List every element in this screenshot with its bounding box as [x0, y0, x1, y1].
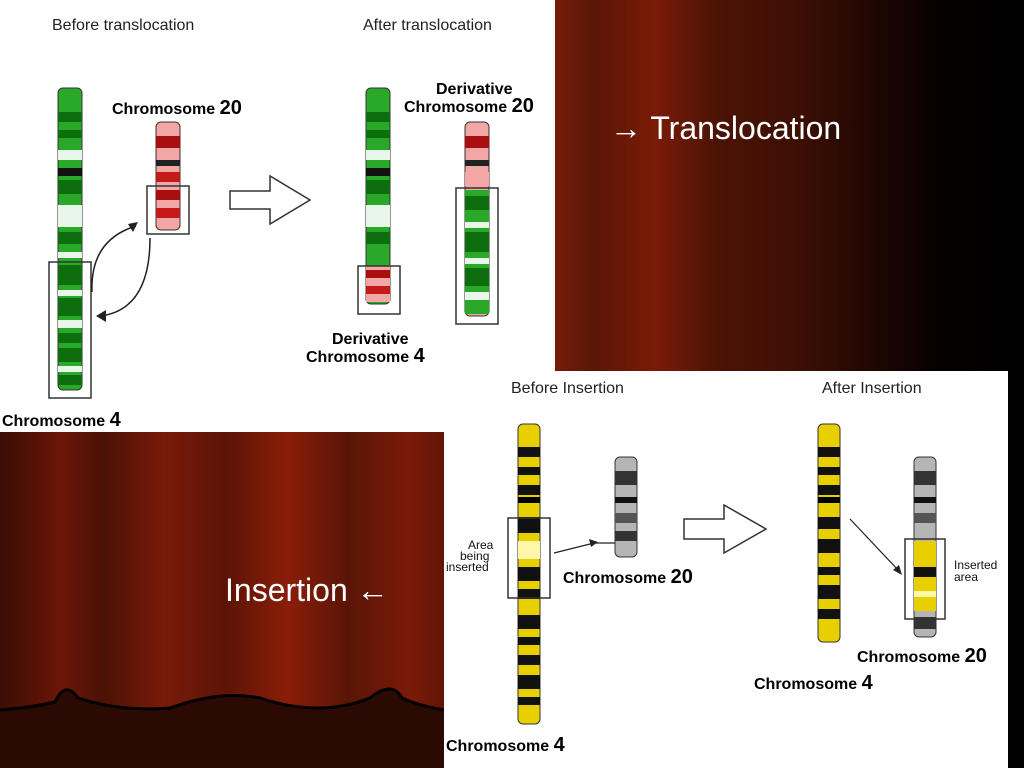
- derivative-4-line2: Chromosome 4: [306, 345, 426, 367]
- chromosome-20-label: Chromosome 20: [112, 97, 242, 119]
- big-arrow-icon-insertion: [683, 503, 768, 555]
- derivative-20-line2: Chromosome 20: [404, 95, 534, 117]
- derivative-4-line1: Derivative: [332, 331, 409, 348]
- inserted-area-line2: area: [954, 570, 978, 584]
- chromosome-20-label-before: Chromosome 20: [563, 566, 693, 588]
- area-label-line2: being: [460, 549, 489, 563]
- after-insertion-header: After Insertion: [822, 380, 922, 397]
- translocation-diagram: Before translocation After translocation: [0, 0, 555, 432]
- chromosome-4-label-after: Chromosome 4: [754, 672, 874, 694]
- insertion-caption: Insertion ←: [225, 572, 389, 609]
- after-translocation-header: After translocation: [363, 17, 492, 34]
- swap-arrow-down: [99, 237, 151, 317]
- chromosome-4-yellow: [507, 423, 551, 725]
- derivative-chromosome-4: [357, 87, 401, 315]
- swap-arrow-up: [91, 225, 137, 293]
- chromosome-4-green: [48, 87, 92, 399]
- chromosome-20-gray-after: [904, 456, 946, 638]
- translocation-label: Translocation: [650, 110, 842, 146]
- area-label-line1: Area: [468, 538, 494, 552]
- area-label-line3: inserted: [446, 560, 489, 574]
- before-insertion-header: Before Insertion: [511, 380, 624, 397]
- inserted-area-line1: Inserted: [954, 558, 997, 572]
- insertion-diagram: Before Insertion After Insertion Area be…: [444, 371, 1008, 768]
- translocation-caption: → Translocation: [610, 110, 841, 147]
- chromosome-4-label: Chromosome 4: [2, 409, 122, 431]
- chromosome-4-label-before: Chromosome 4: [446, 734, 566, 756]
- derivative-chromosome-20: [455, 121, 499, 325]
- arrow-right-icon: →: [610, 110, 642, 146]
- arrow-left-icon: ←: [356, 572, 389, 608]
- chromosome-20-label-after: Chromosome 20: [857, 645, 987, 667]
- before-translocation-header: Before translocation: [52, 17, 194, 34]
- chromosome-20-gray: [614, 456, 638, 558]
- curtain-bottom-decoration: [0, 687, 445, 768]
- big-arrow-icon: [229, 174, 312, 226]
- derivative-20-line1: Derivative: [436, 81, 513, 98]
- chromosome-4-yellow-after: [817, 423, 841, 643]
- chromosome-20-red: [146, 121, 190, 235]
- insertion-label: Insertion: [225, 572, 348, 608]
